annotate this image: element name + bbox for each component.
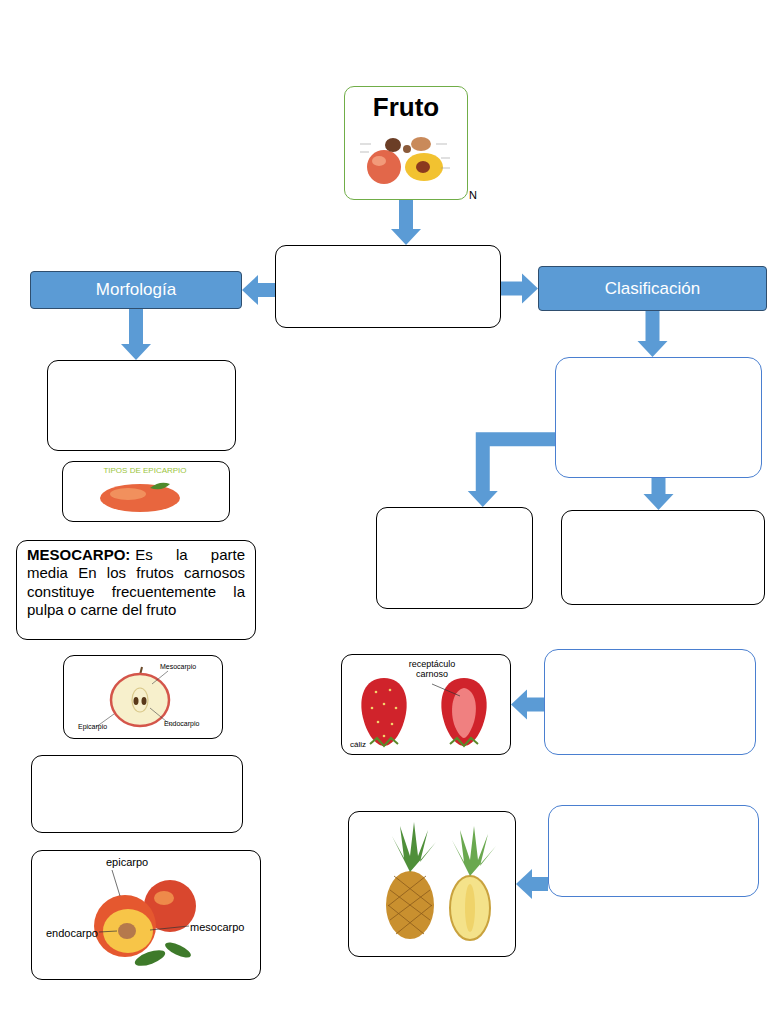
achene [383,735,386,738]
part-name: endocarpo [46,927,98,939]
leaf [163,940,193,961]
leader-lines [96,671,172,727]
peach-pit [385,138,401,152]
category-box: Clasificación [538,266,767,311]
fleshy-receptacle [452,688,476,738]
peach-skin [94,895,156,957]
part-name: epicarpo [106,856,148,868]
achene [375,691,378,694]
empty-box [275,245,501,328]
peach-highlight [110,488,146,500]
fruit-parts-photo [360,137,450,184]
apple-half [111,674,169,726]
apple-seed [142,697,147,705]
pineapple-core [465,884,475,932]
achene [395,707,398,710]
part-name: Endocarpio [164,720,199,728]
empty-box [555,357,762,478]
peach-half [405,153,443,181]
empty-box [47,360,236,451]
part-name: TIPOS DE EPICARPIO [93,467,197,476]
node-text: Clasificación [605,279,700,299]
almond [411,137,431,151]
empty-box [544,649,756,755]
peach-stone [118,923,136,939]
part-name: receptáculo carnoso [400,660,464,680]
peach-highlight [154,891,174,905]
empty-box [548,805,759,897]
peach-highlight [372,156,386,166]
block-arrow [399,200,413,229]
achene [383,703,386,706]
block-arrow [258,283,275,297]
peach-section-photo [94,870,196,969]
title-box: Fruto [344,86,468,200]
leaf [150,483,170,490]
leader-line [432,684,460,696]
block-arrow [532,877,548,891]
block-arrow [501,282,522,296]
epicarp-photo [100,483,180,512]
part-name: cáliz [350,741,366,750]
apple-core [132,688,148,712]
achenes [371,689,398,738]
pineapple [386,871,434,939]
block-arrow [652,478,666,494]
achene [391,723,394,726]
strawberry [361,678,406,746]
peach-whole [367,150,401,184]
empty-box [31,755,243,833]
image-box: TIPOS DE EPICARPIO [62,461,230,522]
strawberry-photo [361,678,486,746]
achene [377,721,380,724]
text-box: MESOCARPO:Es la parte media En los fruto… [16,540,256,640]
apple-seed [134,697,139,705]
category-box: Morfología [30,271,242,309]
empty-box [348,811,516,957]
pineapple-photo [386,822,496,940]
part-name: Mesocarpio [160,663,196,671]
empty-box [376,507,533,609]
pineapple-half [450,876,490,940]
peach-flesh [103,909,153,953]
image-box: epicarpo endocarpo mesocarpo [31,850,261,980]
block-arrow [646,311,660,341]
strawberry-cut [441,678,486,746]
block-arrow [527,698,544,712]
image-box: receptáculo carnoso cáliz [341,654,511,755]
node-text: MESOCARPO: [27,546,130,563]
image-box: MesocarpioEpicarpio Endocarpio [63,655,223,739]
achene [371,707,374,710]
peach-stone [416,161,430,173]
achene [389,689,392,692]
part-name: Fruto [345,93,467,122]
pineapple-crown [392,822,436,872]
pineapple-scales [388,876,432,934]
pineapple-crown [452,826,496,876]
apple-section-photo [96,667,172,727]
calyx [370,738,478,746]
part-name: mesocarpo [190,921,244,933]
node-text: Morfología [96,280,176,300]
empty-box [561,510,765,605]
note-letter: N [469,189,477,201]
block-arrow [129,309,143,344]
part-name: Epicarpio [78,723,107,731]
seed [403,145,411,153]
peach-skin [100,484,180,512]
leader-lines [360,144,450,168]
block-arrow [483,439,555,491]
leader-lines [99,870,189,932]
